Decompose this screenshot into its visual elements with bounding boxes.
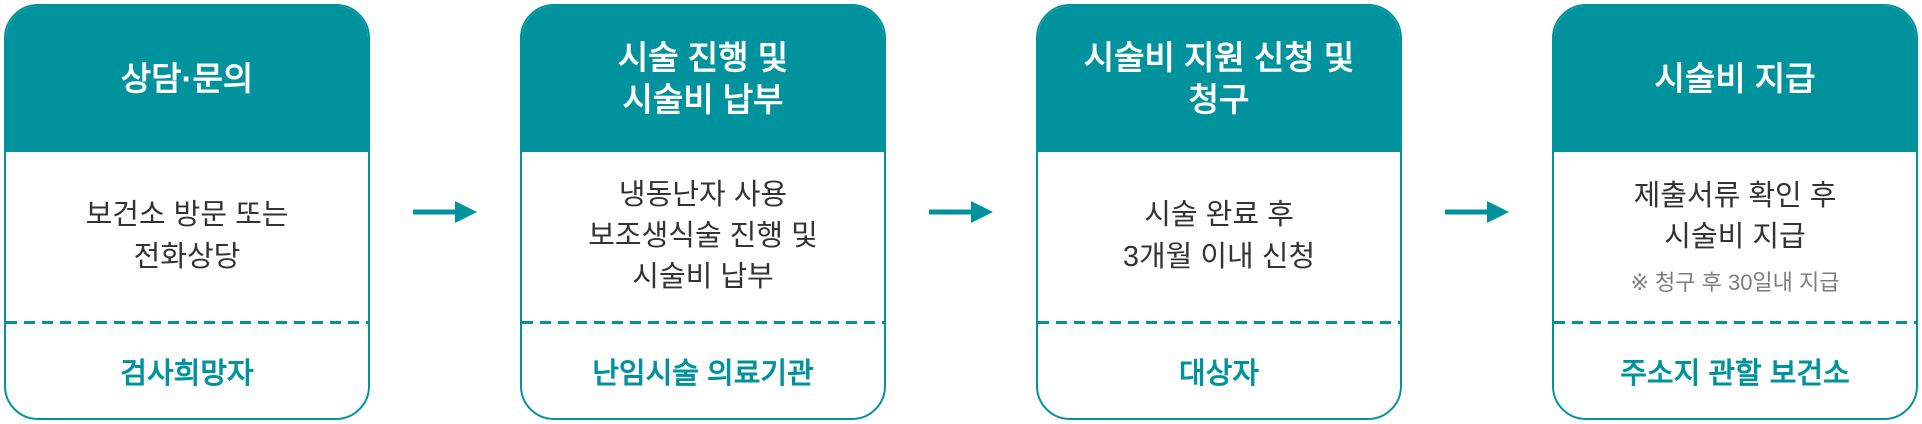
step-title: 시술 진행 및 시술비 납부 [617,38,789,118]
step-body: 시술 완료 후 3개월 이내 신청 [1038,152,1400,321]
dashed-divider [1038,321,1400,324]
arrow-right-icon [886,4,1036,420]
step-header: 시술비 지원 신청 및 청구 [1038,6,1400,152]
step-actor-label: 검사희망자 [120,358,254,390]
dashed-divider [1554,321,1916,324]
dashed-divider [522,321,884,324]
step-description: 냉동난자 사용 보조생식술 진행 및 시술비 납부 [588,178,818,294]
step-header: 시술 진행 및 시술비 납부 [522,6,884,152]
step-actor-label: 주소지 관할 보건소 [1620,358,1850,390]
step-title: 상담·문의 [120,59,254,97]
step-card-consultation: 상담·문의 보건소 방문 또는 전화상당 검사희망자 [4,4,370,420]
step-header: 상담·문의 [6,6,368,152]
step-note: ※ 청구 후 30일내 지급 [1630,270,1840,296]
step-card-procedure-payment: 시술 진행 및 시술비 납부 냉동난자 사용 보조생식술 진행 및 시술비 납부… [520,4,886,420]
arrow-right-icon [370,4,520,420]
step-body: 보건소 방문 또는 전화상당 [6,152,368,321]
dashed-divider [6,321,368,324]
step-body: 제출서류 확인 후 시술비 지급 ※ 청구 후 30일내 지급 [1554,152,1916,321]
step-card-support-application: 시술비 지원 신청 및 청구 시술 완료 후 3개월 이내 신청 대상자 [1036,4,1402,420]
step-title: 시술비 지급 [1654,59,1816,97]
step-header: 시술비 지급 [1554,6,1916,152]
step-card-cost-payment: 시술비 지급 제출서류 확인 후 시술비 지급 ※ 청구 후 30일내 지급 주… [1552,4,1918,420]
step-actor-label: 대상자 [1178,358,1260,390]
step-actor-label: 난임시술 의료기관 [592,358,814,390]
step-body: 냉동난자 사용 보조생식술 진행 및 시술비 납부 [522,152,884,321]
step-description: 보건소 방문 또는 전화상당 [85,199,289,273]
arrow-right-icon [1402,4,1552,420]
step-title: 시술비 지원 신청 및 청구 [1083,38,1355,118]
step-description: 시술 완료 후 3개월 이내 신청 [1122,199,1316,273]
step-description: 제출서류 확인 후 시술비 지급 [1633,180,1837,254]
